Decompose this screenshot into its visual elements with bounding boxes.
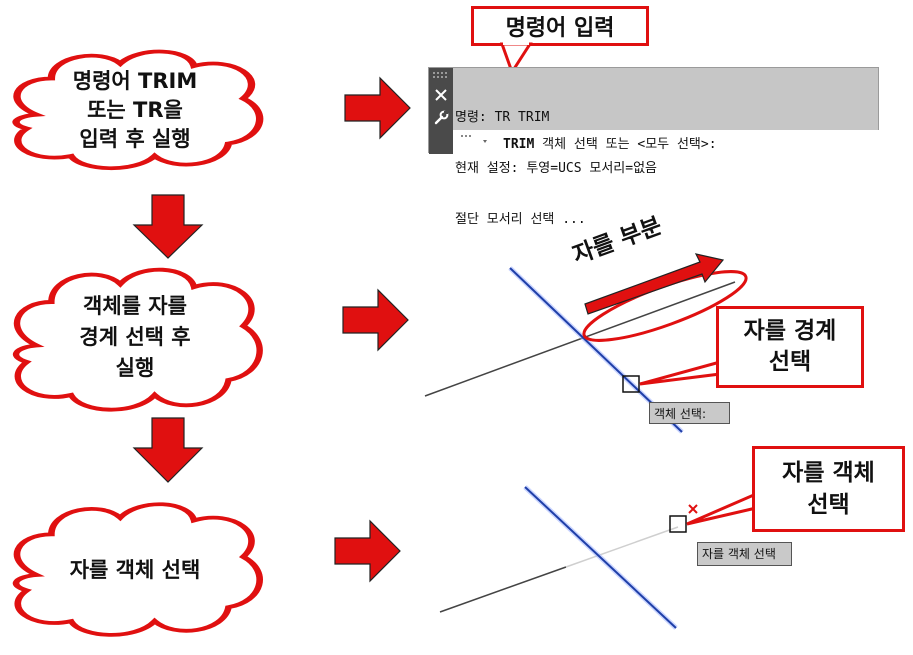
step-2-text: 객체를 자를 경계 선택 후 실행 (40, 285, 230, 389)
close-icon[interactable] (434, 88, 448, 102)
step-3-text: 자를 객체 선택 (40, 542, 230, 596)
step-2-line-1: 객체를 자를 (83, 293, 187, 318)
down-arrow-icon-2 (132, 417, 204, 483)
command-input-callout-label: 명령어 입력 (505, 16, 615, 41)
step-1-line-1: 명령어 TRIM (72, 68, 198, 93)
command-history: 명령: TR TRIM 현재 설정: 투영=UCS 모서리=없음 절단 모서리 … (455, 75, 657, 262)
cut-boundary-line-1: 자를 경계 (743, 318, 837, 344)
command-prompt-text: 객체 선택 또는 <모두 선택>: (534, 137, 717, 152)
step-2-line-2: 경계 선택 후 (79, 324, 191, 349)
cut-object-line-1: 자를 객체 (782, 460, 875, 486)
trimmed-preview-line (565, 526, 679, 568)
pick-box-step-2 (622, 375, 640, 393)
right-arrow-icon-3 (334, 519, 401, 583)
horizontal-line-step-2 (424, 281, 736, 397)
cut-boundary-callout: 자를 경계 선택 (716, 306, 864, 388)
command-window[interactable]: 명령: TR TRIM 현재 설정: 투영=UCS 모서리=없음 절단 모서리 … (428, 67, 879, 227)
command-input-callout: 명령어 입력 (471, 6, 649, 46)
command-input[interactable]: TRIM 객체 선택 또는 <모두 선택>: (453, 130, 879, 153)
select-cut-object-tooltip: 자를 객체 선택 (697, 542, 792, 566)
grip-handle-icon[interactable] (429, 68, 453, 154)
command-line-3: 절단 모서리 선택 ... (455, 212, 586, 227)
command-line-1: 명령: TR TRIM (455, 110, 550, 125)
step-1-text: 명령어 TRIM 또는 TR을 입력 후 실행 (40, 62, 230, 158)
pick-box-step-3 (669, 515, 687, 533)
down-arrow-icon-1 (132, 194, 204, 259)
wrench-icon[interactable] (433, 110, 449, 126)
command-prompt: TRIM 객체 선택 또는 <모두 선택>: (503, 133, 717, 152)
boundary-line-step-3 (524, 486, 677, 629)
step-1-line-2: 또는 TR을 (87, 97, 183, 122)
right-arrow-icon-2 (342, 288, 409, 352)
trim-x-icon (688, 504, 698, 514)
command-line-2: 현재 설정: 투영=UCS 모서리=없음 (455, 161, 658, 176)
cut-object-callout: 자를 객체 선택 (752, 446, 905, 532)
step-1-line-3: 입력 후 실행 (79, 126, 191, 151)
cut-boundary-line-2: 선택 (768, 349, 812, 375)
step-3-line-1: 자를 객체 선택 (69, 558, 201, 582)
step-2-line-3: 실행 (115, 355, 155, 380)
horizontal-line-step-3 (439, 566, 567, 613)
command-prompt-prefix: TRIM (503, 137, 535, 152)
cut-object-line-2: 선택 (807, 492, 850, 518)
command-window-grip[interactable] (429, 68, 453, 154)
command-input-options-icon[interactable] (459, 133, 489, 149)
right-arrow-icon-1 (344, 76, 411, 140)
select-object-tooltip: 객체 선택: (649, 402, 730, 424)
cut-direction-arrow-icon (584, 253, 725, 315)
